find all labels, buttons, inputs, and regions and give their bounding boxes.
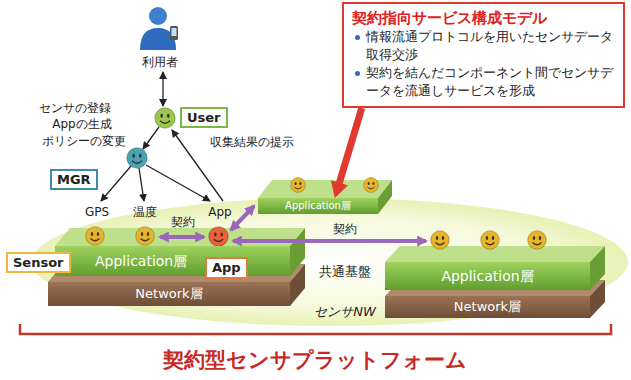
annotation-label: センサNW — [314, 305, 376, 319]
callout-bullet: 契約を結んだコンポーネント間でセンサデータを流通しサービスを形成 — [352, 64, 615, 100]
node-label: User — [187, 110, 221, 125]
annotation-label: GPS — [85, 205, 109, 219]
node-label: MGR — [57, 172, 91, 187]
network-layer: Network層 — [385, 296, 590, 318]
user-label-box: User — [180, 107, 228, 128]
phone — [170, 26, 178, 40]
mgr-label-box: MGR — [50, 169, 98, 190]
sensor-label-box: Sensor — [6, 252, 71, 273]
application-layer: Application層App — [55, 246, 290, 276]
sensor-face — [291, 178, 306, 193]
application-layer: Application層 — [385, 262, 590, 290]
callout-arrow — [338, 108, 362, 187]
user-agent-face — [155, 108, 175, 128]
node-label: Network層 — [385, 296, 590, 318]
node-label: Application層 — [385, 262, 590, 290]
callout-title: 契約指向サービス構成モデル — [352, 8, 615, 28]
sensor-face — [528, 231, 547, 250]
user-arrow — [162, 72, 163, 106]
node-label: Network層 — [48, 282, 290, 306]
application-layer: Application層 — [258, 198, 378, 214]
sensor-face — [364, 178, 379, 193]
application-top-face — [385, 246, 605, 262]
annotation-label: 利用者 — [142, 55, 178, 69]
app-face — [209, 227, 229, 247]
application-side-face — [378, 180, 392, 214]
mgr-temp-arrow — [139, 168, 144, 201]
mgr-arrow — [143, 127, 159, 149]
user-person-icon — [140, 7, 178, 50]
annotation-label: Appの生成 — [52, 117, 111, 131]
platform-caption: 契約型センサプラットフォーム — [163, 347, 467, 373]
sensor-face — [86, 227, 105, 246]
person-head — [149, 7, 167, 25]
contract-arrow — [231, 206, 254, 230]
model-callout-box: 契約指向サービス構成モデル情報流通プロトコルを用いたセンサデータ取得交渉契約を結… — [342, 2, 625, 108]
contract-arrow — [233, 239, 426, 243]
mgr-agent-face — [127, 148, 147, 168]
network-layer: Network層 — [48, 282, 290, 306]
annotation-label: 契約 — [171, 215, 195, 229]
common-platform-plane — [32, 198, 628, 326]
callout-bullet: 情報流通プロトコルを用いたセンサデータ取得交渉 — [352, 28, 615, 64]
annotation-label: センサの登録 — [39, 101, 111, 115]
annotation-label: 共通基盤 — [319, 265, 371, 279]
sensor-face — [431, 231, 450, 250]
mgr-gps-arrow — [101, 166, 131, 201]
bullet-dot — [355, 71, 360, 76]
application-side-face — [590, 246, 605, 290]
node-label: Application層 — [258, 198, 378, 214]
annotation-label: 契約 — [333, 222, 357, 236]
platform-bracket — [20, 324, 611, 334]
phone-screen — [172, 28, 177, 36]
node-label: App — [212, 260, 241, 276]
annotation-label: 温度 — [133, 205, 157, 219]
app-label-box: App — [205, 257, 248, 279]
node-label: Sensor — [13, 255, 64, 270]
contract-arrow — [160, 235, 204, 239]
annotation-label: App — [208, 205, 231, 219]
application-side-face — [290, 228, 305, 276]
sensor-face — [136, 227, 155, 246]
annotation-label: 収集結果の提示 — [210, 135, 294, 149]
node-label: Application層 — [95, 246, 290, 276]
bullet-dot — [355, 35, 360, 40]
annotation-label: ポリシーの変更 — [42, 134, 126, 148]
sensor-face — [481, 231, 500, 250]
